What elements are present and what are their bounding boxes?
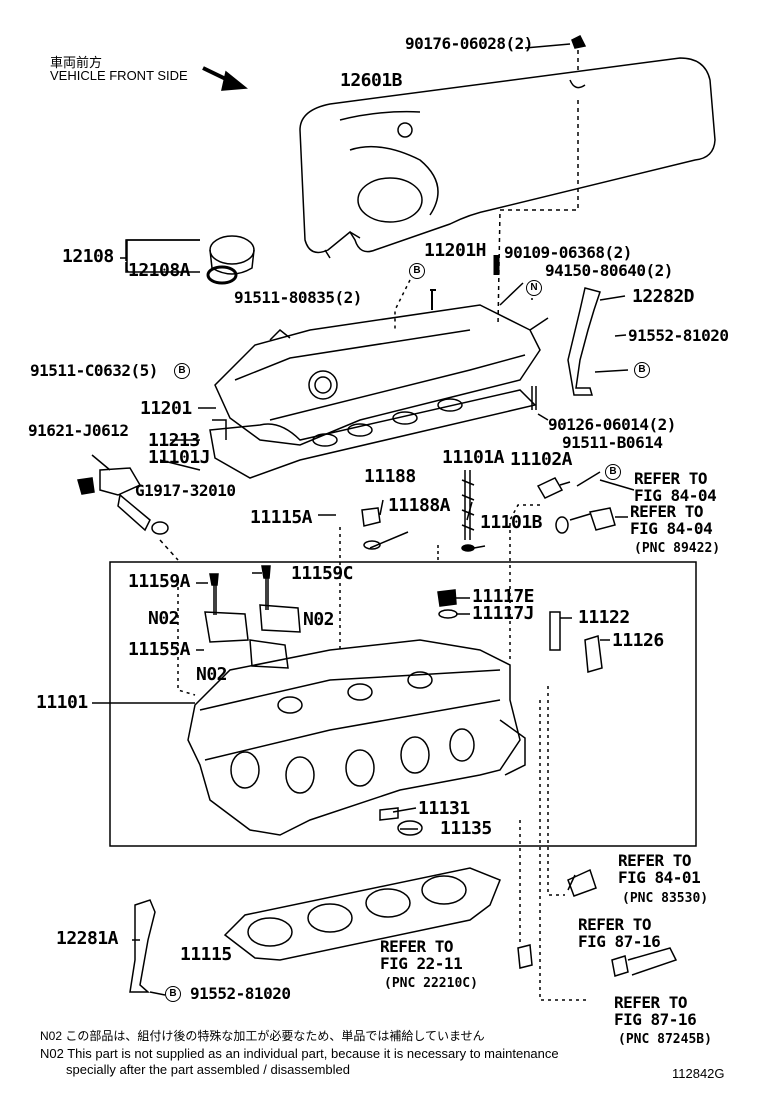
- part-11101a[interactable]: 11101A: [442, 447, 505, 468]
- engine-cover-shape: [299, 57, 716, 259]
- part-11135[interactable]: 11135: [440, 818, 492, 839]
- front-arrow-icon: [202, 66, 248, 91]
- head-gasket-shape: [223, 867, 501, 961]
- bracket-12282d-shape: [567, 287, 601, 396]
- refer-5-fig[interactable]: FIG 87-16: [578, 932, 661, 951]
- part-91511-b0614[interactable]: 91511-B0614: [562, 433, 663, 452]
- head-cover-gasket-shape: [209, 389, 537, 479]
- part-12108a[interactable]: 12108A: [128, 260, 191, 281]
- part-11117e[interactable]: 11117E: [472, 586, 535, 607]
- oil-control-valve-shape: [77, 467, 169, 535]
- part-91552-bottom[interactable]: 91552-81020: [190, 984, 291, 1003]
- refer-6-text[interactable]: REFER TO: [614, 993, 688, 1012]
- cylinder-head-shape: [187, 639, 526, 836]
- part-11115a[interactable]: 11115A: [250, 507, 313, 528]
- part-11188[interactable]: 11188: [364, 466, 416, 487]
- refer-4-pnc: (PNC 22210C): [384, 976, 478, 991]
- part-n02-a[interactable]: N02: [148, 608, 180, 629]
- circle-b-marker: B: [174, 363, 190, 379]
- oil-cap-shape: [206, 235, 255, 285]
- note-n02-en-line1: N02 This part is not supplied as an indi…: [40, 1046, 559, 1061]
- front-side-jp-label: 車両前方: [50, 55, 103, 70]
- part-12282d[interactable]: 12282D: [632, 286, 695, 307]
- circle-b-marker: B: [165, 986, 181, 1002]
- part-91552-top[interactable]: 91552-81020: [628, 326, 729, 345]
- cylinder-head-frame: [109, 561, 697, 847]
- circle-b-marker: B: [409, 263, 425, 279]
- refer-3-pnc: (PNC 83530): [622, 891, 709, 906]
- part-12281a[interactable]: 12281A: [56, 928, 119, 949]
- part-11201h[interactable]: 11201H: [424, 240, 487, 261]
- refer-4-fig[interactable]: FIG 22-11: [380, 954, 463, 973]
- circle-b-marker: B: [605, 464, 621, 480]
- part-g1917[interactable]: G1917-32010: [135, 481, 236, 500]
- part-94150[interactable]: 94150-80640(2): [545, 261, 673, 280]
- figure-code: 112842G: [672, 1066, 725, 1081]
- part-12108[interactable]: 12108: [62, 246, 114, 267]
- refer-3-text[interactable]: REFER TO: [618, 851, 692, 870]
- refer-6-fig[interactable]: FIG 87-16: [614, 1010, 697, 1029]
- circle-n-marker: N: [526, 280, 542, 296]
- part-91621[interactable]: 91621-J0612: [28, 421, 129, 440]
- refer-1-text[interactable]: REFER TO: [634, 469, 708, 488]
- part-11126[interactable]: 11126: [612, 630, 664, 651]
- part-n02-b[interactable]: N02: [303, 609, 335, 630]
- part-11159c[interactable]: 11159C: [291, 563, 354, 584]
- front-side-label: VEHICLE FRONT SIDE: [50, 68, 188, 83]
- circle-b-marker: B: [634, 362, 650, 378]
- refer-2-pnc: (PNC 89422): [634, 541, 721, 556]
- note-n02-en-line2: specially after the part assembled / dis…: [66, 1062, 350, 1077]
- part-91511-c0632[interactable]: 91511-C0632(5): [30, 361, 158, 380]
- part-12601b[interactable]: 12601B: [340, 70, 403, 91]
- bracket-12281a-shape: [129, 899, 156, 993]
- refer-2-fig[interactable]: FIG 84-04: [630, 519, 713, 538]
- part-11102a[interactable]: 11102A: [510, 449, 573, 470]
- part-90176[interactable]: 90176-06028(2): [405, 34, 533, 53]
- part-11201[interactable]: 11201: [140, 398, 192, 419]
- refer-5-text[interactable]: REFER TO: [578, 915, 652, 934]
- part-11101b[interactable]: 11101B: [480, 512, 543, 533]
- part-90126[interactable]: 90126-06014(2): [548, 415, 676, 434]
- head-cover-shape: [214, 304, 541, 447]
- part-91511-80835[interactable]: 91511-80835(2): [234, 288, 362, 307]
- part-11101[interactable]: 11101: [36, 692, 88, 713]
- refer-1-fig[interactable]: FIG 84-04: [634, 486, 717, 505]
- refer-3-fig[interactable]: FIG 84-01: [618, 868, 701, 887]
- part-11159a[interactable]: 11159A: [128, 571, 191, 592]
- part-11188a[interactable]: 11188A: [388, 495, 451, 516]
- refer-4-text[interactable]: REFER TO: [380, 937, 454, 956]
- refer-6-pnc: (PNC 87245B): [618, 1032, 712, 1047]
- note-n02-jp: N02 この部品は、組付け後の特殊な加工が必要なため、単品では補給していません: [40, 1029, 485, 1043]
- part-11117j[interactable]: 11117J: [472, 603, 535, 624]
- refer-2-text[interactable]: REFER TO: [630, 502, 704, 521]
- part-90109[interactable]: 90109-06368(2): [504, 243, 632, 262]
- part-11155a[interactable]: 11155A: [128, 639, 191, 660]
- part-n02-c[interactable]: N02: [196, 664, 228, 685]
- part-11101j[interactable]: 11101J: [148, 447, 211, 468]
- part-11213[interactable]: 11213: [148, 430, 200, 451]
- part-11122[interactable]: 11122: [578, 607, 630, 628]
- part-11115[interactable]: 11115: [180, 944, 232, 965]
- part-11131[interactable]: 11131: [418, 798, 470, 819]
